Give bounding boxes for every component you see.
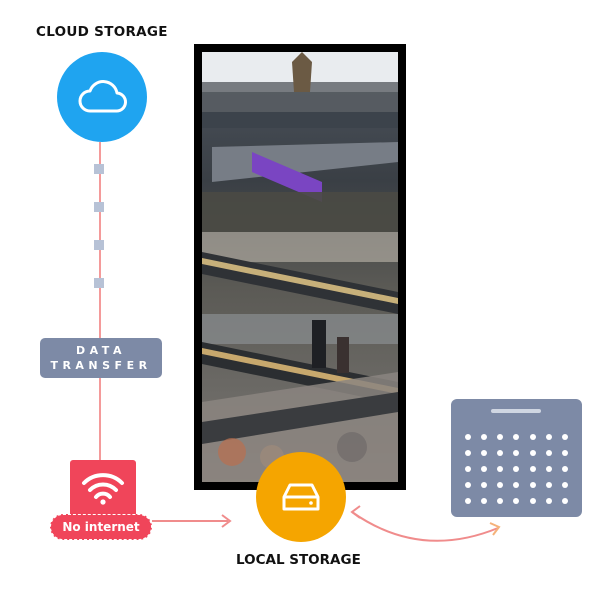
data-transfer-line2: TRANSFER	[50, 359, 152, 372]
device-grid-icon	[451, 399, 582, 517]
hard-drive-icon	[282, 483, 320, 511]
no-internet-badge: No internet	[50, 514, 152, 540]
data-transfer-line1: DATA	[76, 344, 126, 357]
transfer-markers	[94, 164, 104, 288]
cloud-storage-title: CLOUD STORAGE	[36, 24, 168, 40]
cloud-icon	[78, 80, 127, 113]
wifi-icon	[82, 473, 124, 505]
transfer-line	[99, 142, 101, 460]
device-slot	[491, 409, 541, 413]
local-storage-title: LOCAL STORAGE	[236, 552, 361, 568]
local-storage-node	[256, 452, 346, 542]
cloud-storage-node	[57, 52, 147, 142]
transfer-marker	[94, 240, 104, 250]
data-transfer-badge: DATA TRANSFER	[40, 338, 162, 378]
transfer-marker	[94, 278, 104, 288]
device-dot-grid	[460, 429, 573, 509]
transfer-marker	[94, 164, 104, 174]
wifi-status-box	[70, 460, 136, 520]
photo-frame	[194, 44, 406, 490]
mall-escalator-photo	[202, 52, 398, 482]
wifi-to-local-arrow	[152, 514, 232, 528]
transfer-marker	[94, 202, 104, 212]
